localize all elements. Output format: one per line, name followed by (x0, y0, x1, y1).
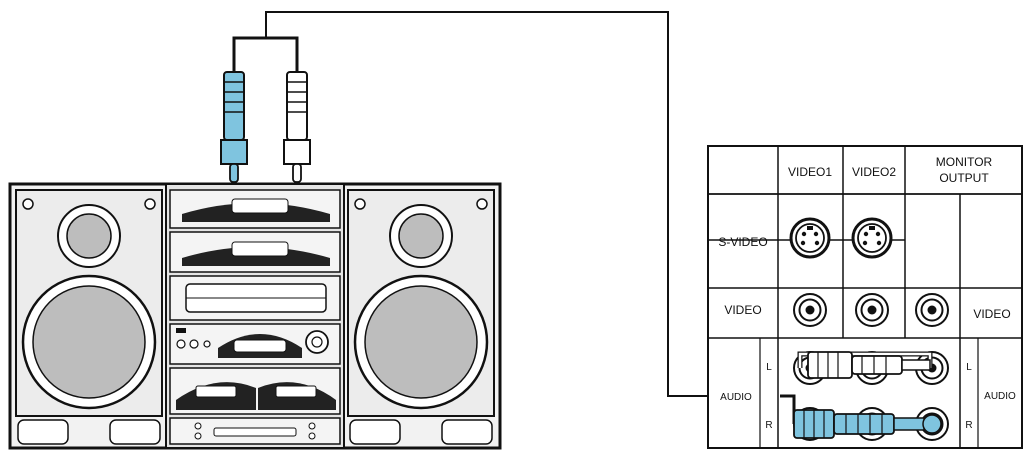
rear-panel: VIDEO1 VIDEO2 MONITOR OUTPUT S-VIDEO VID… (707, 145, 1023, 449)
s-video-jack-icon (789, 217, 831, 259)
header-video1: VIDEO1 (788, 165, 832, 179)
header-monitor-line1: MONITOR (936, 155, 993, 169)
label-right-input: R (765, 420, 772, 431)
patch-cable-left (797, 351, 933, 379)
center-unit (165, 183, 345, 449)
rca-jack-icon (855, 293, 889, 327)
header-monitor-line2: OUTPUT (939, 171, 989, 185)
right-speaker (347, 189, 495, 445)
label-right-output: R (965, 420, 972, 431)
s-video-jack-icon (851, 217, 893, 259)
row-label-audio-input: AUDIO (720, 392, 752, 403)
stereo-system-icon (8, 182, 502, 450)
header-video2: VIDEO2 (852, 165, 896, 179)
patch-cable-right (780, 394, 942, 439)
row-label-video: VIDEO (724, 303, 761, 317)
audio-cable (232, 11, 778, 397)
rca-plug-icon (283, 71, 311, 183)
row-label-audio-output: AUDIO (984, 391, 1016, 402)
left-speaker (15, 189, 163, 445)
row-label-svideo: S-VIDEO (718, 235, 767, 249)
rca-plug-icon (220, 71, 248, 183)
label-left-input: L (766, 362, 772, 373)
row-label-video-output: VIDEO (973, 307, 1010, 321)
rca-jack-icon (915, 293, 949, 327)
label-left-output: L (966, 362, 972, 373)
rca-jack-icon (793, 293, 827, 327)
